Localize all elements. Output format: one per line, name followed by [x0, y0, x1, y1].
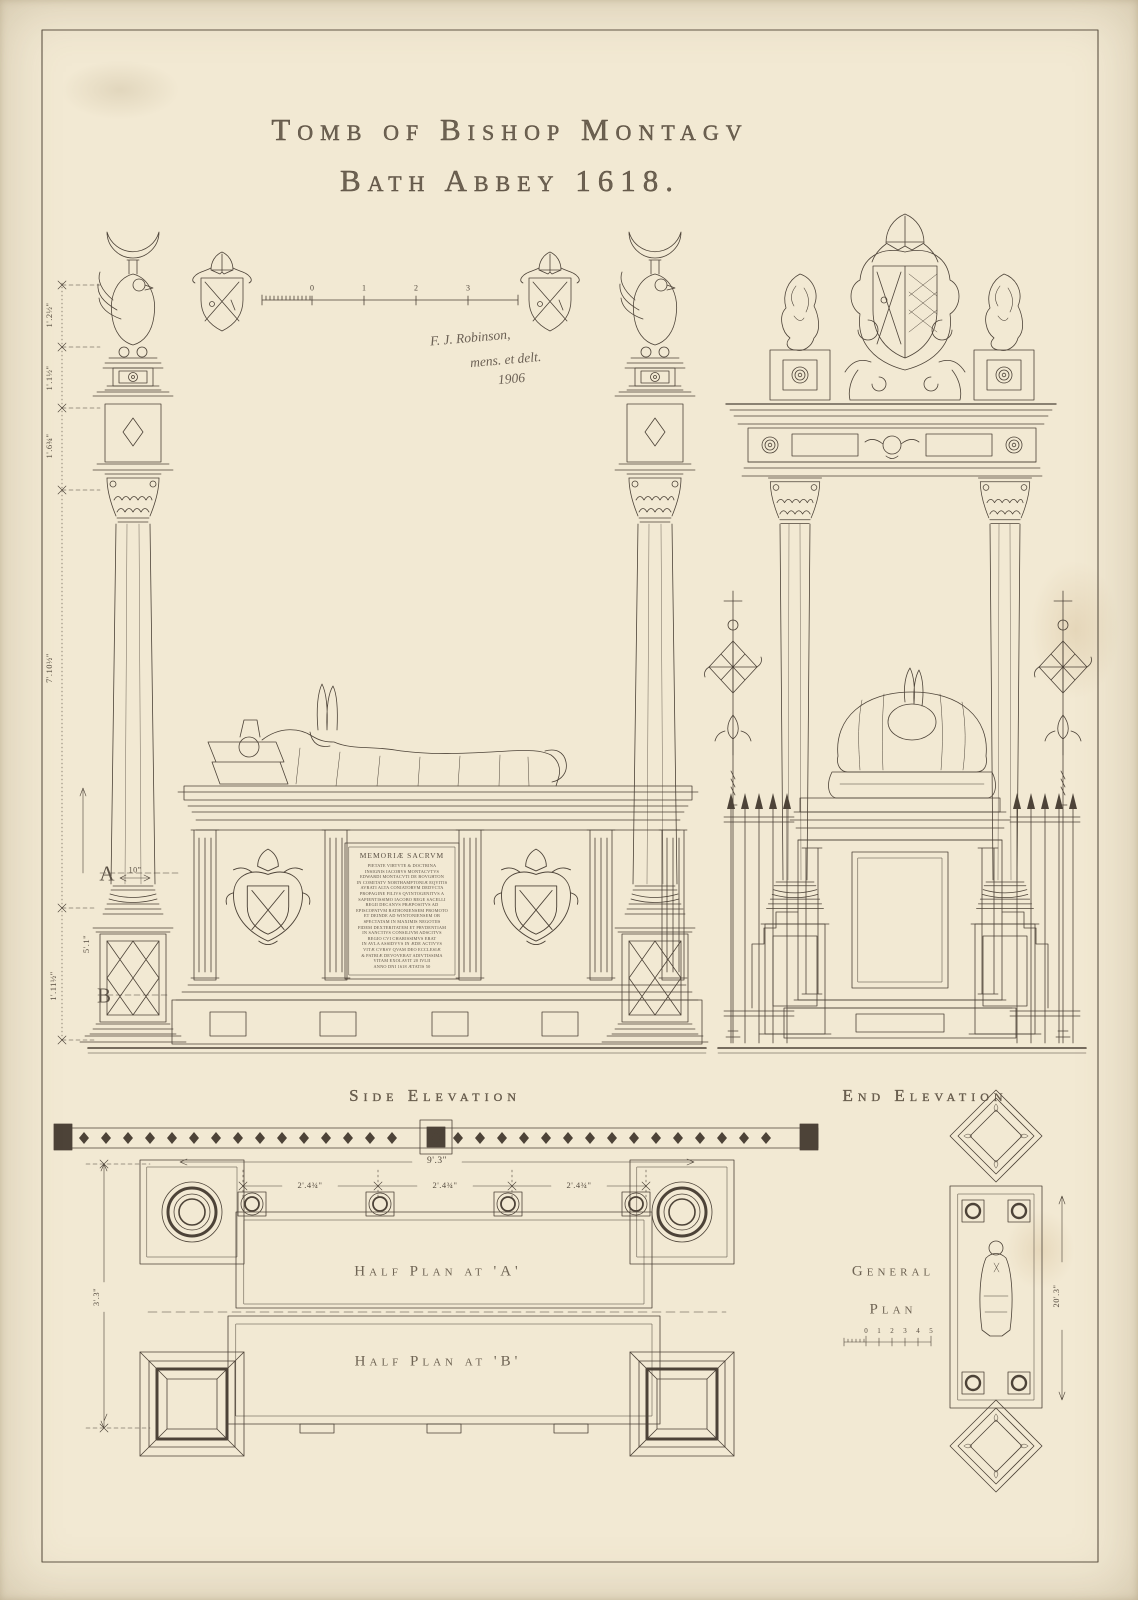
recumbent-effigy	[207, 683, 567, 787]
right-column	[601, 391, 709, 1043]
dim-pedestal-height: 1'.1½"	[44, 365, 54, 391]
crescent-eagle-finial	[619, 231, 686, 391]
memorial-inscription: MEMORIÆ SACRVM PIETATE VIRTVTE & DOCTRIN…	[350, 851, 454, 969]
heraldic-beast	[770, 274, 830, 400]
side-elevation-drawing	[79, 231, 709, 1054]
scale-numeral: 2	[890, 1327, 894, 1335]
dim-tomb-height: 5'.1"	[81, 934, 91, 954]
scale-numeral: 1	[877, 1327, 881, 1335]
dim-column-height: 7'.10½"	[44, 653, 54, 683]
effigy-end-view	[828, 667, 996, 799]
dim-plan-half-depth: 3'.3"	[91, 1287, 101, 1307]
left-column	[79, 391, 187, 1043]
pedestal-diamond-plan	[949, 1399, 1043, 1493]
half-plan-a-label: Half Plan at 'A'	[354, 1263, 522, 1280]
scale-numeral: 0	[310, 283, 314, 293]
dim-shaft-diameter: 10"	[128, 865, 142, 875]
dimension-lines	[57, 280, 179, 1045]
dim-plan-width: 9'.3"	[427, 1156, 447, 1166]
tomb-shield-left	[225, 848, 311, 946]
effigy-plan-figure	[979, 1240, 1013, 1337]
section-marker-a: A	[99, 861, 115, 886]
heraldic-beast	[974, 274, 1034, 400]
general-plan-dim	[1058, 1195, 1066, 1401]
pilaster-bosses	[237, 1191, 651, 1217]
plate-title-line2: Bath Abbey 1618.	[339, 163, 681, 198]
scale-numeral: 3	[466, 283, 470, 293]
plate-border	[41, 29, 1099, 1563]
bishop-arms-shield	[520, 251, 580, 332]
general-plan-drawing	[843, 1089, 1066, 1493]
dim-base-height: 1'.11½"	[48, 971, 58, 1001]
scale-numeral: 1	[362, 283, 366, 293]
inscription-panel	[344, 842, 460, 980]
dim-entablature-height: 1'.6¾"	[44, 433, 54, 459]
scale-numeral: 5	[929, 1327, 933, 1335]
general-plan-label-2: Plan	[869, 1301, 917, 1318]
half-plan-b-label: Half Plan at 'B'	[354, 1353, 522, 1370]
pedestal-plan-b	[628, 1350, 736, 1458]
dim-plan-bay: 2'.4¾"	[297, 1180, 323, 1190]
scale-numeral: 2	[414, 283, 418, 293]
plan-scale-bar	[843, 1335, 932, 1347]
tomb-end-chest	[751, 797, 1049, 1039]
tomb-shield-right	[493, 848, 579, 946]
cartouche-of-arms	[844, 213, 966, 401]
half-plan-drawing	[53, 1119, 819, 1458]
railing	[723, 792, 795, 1044]
scale-numeral: 4	[916, 1327, 920, 1335]
plate-title-line1: Tomb of Bishop Montagv	[271, 112, 749, 147]
dim-plan-bay: 2'.4¾"	[566, 1180, 592, 1190]
end-elevation-drawing	[704, 213, 1092, 1054]
crescent-eagle-finial	[97, 231, 164, 391]
scale-numeral: 3	[903, 1327, 907, 1335]
railing	[1009, 792, 1081, 1044]
end-columns	[758, 477, 1042, 1035]
signature-year: 1906	[497, 369, 526, 388]
inscription-heading: MEMORIÆ SACRVM	[359, 851, 445, 860]
elevation-scale-bar	[261, 294, 519, 306]
dim-finial-height: 1'.2½"	[44, 302, 54, 328]
corner-rosettes	[961, 1199, 1031, 1395]
cherub-head	[864, 435, 920, 459]
end-elevation-label: End Elevation	[842, 1086, 1008, 1105]
general-plan-label-1: General	[851, 1263, 935, 1280]
tomb-chest	[171, 785, 703, 1045]
dim-general-plan-length: 20'.3"	[1051, 1284, 1061, 1308]
scale-numeral: 0	[864, 1327, 868, 1335]
column-plan-a	[138, 1158, 246, 1266]
dim-plan-bay: 2'.4¾"	[432, 1180, 458, 1190]
side-elevation-label: Side Elevation	[349, 1086, 521, 1105]
section-marker-b: B	[96, 983, 112, 1008]
pilaster	[190, 829, 688, 981]
bishop-arms-shield	[192, 251, 252, 332]
